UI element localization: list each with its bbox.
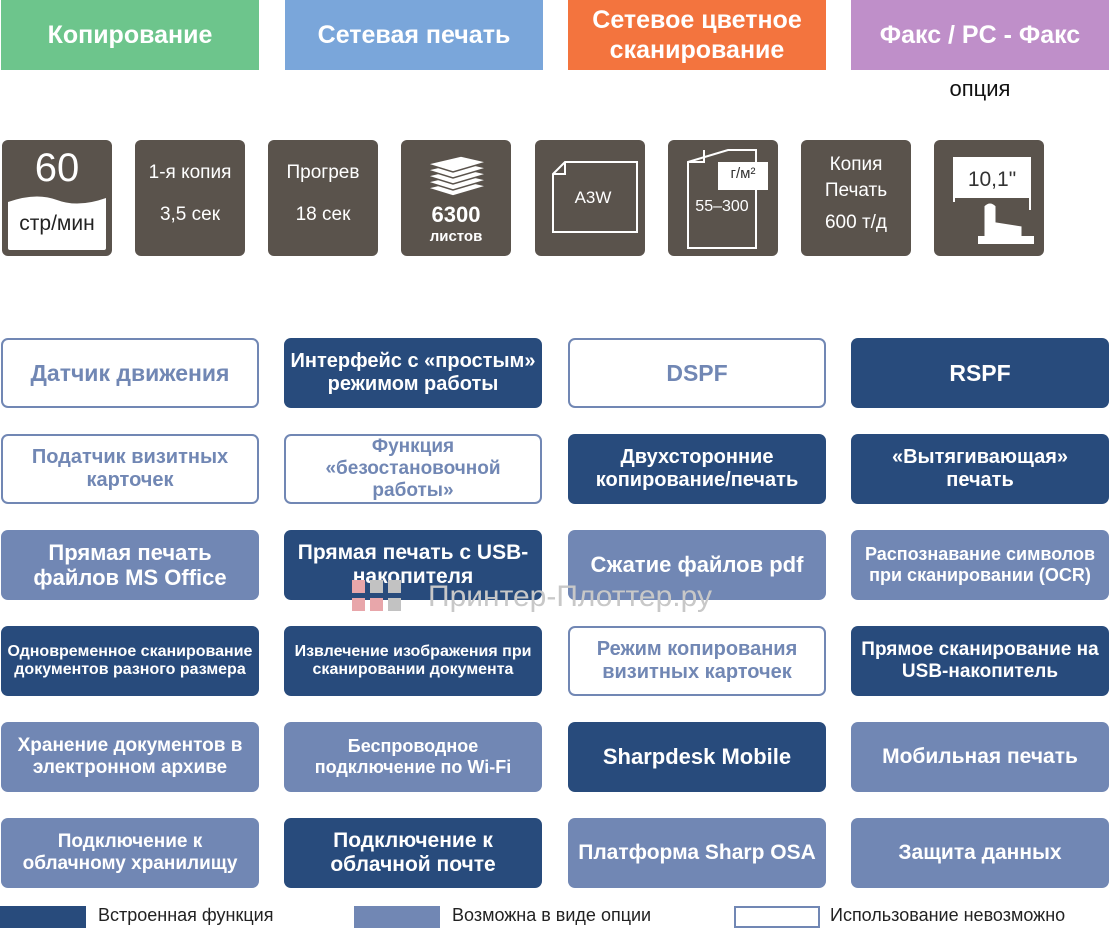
network-print-header: Сетевая печать xyxy=(285,0,543,70)
warmup-label: Прогрев xyxy=(286,162,360,183)
legend-swatch-standard xyxy=(0,906,86,928)
paper-stack-icon xyxy=(424,155,490,197)
first-copy-tile: 1-я копия 3,5 сек xyxy=(135,140,245,256)
feature-card-copy-mode: Режим копирования визитных карточек xyxy=(568,626,826,696)
feature-cloud-mail: Подключение к облачной почте xyxy=(284,818,542,888)
feature-pull-print: «Вытягивающая» печать xyxy=(851,434,1109,504)
paper-wave-icon xyxy=(8,196,106,250)
fax-option-note: опция xyxy=(949,76,1011,101)
feature-ocr: Распознавание символов при сканировании … xyxy=(851,530,1109,600)
legend-optional-label: Возможна в виде опции xyxy=(452,905,652,925)
warmup-tile: Прогрев 18 сек xyxy=(268,140,378,256)
feature-pdf-compression: Сжатие файлов pdf xyxy=(568,530,826,600)
paper-format-tile: A3W xyxy=(535,140,645,256)
paper-density-unit: г/м² xyxy=(730,165,756,182)
feature-easy-mode-interface: Интерфейс с «простым» режимом работы xyxy=(284,338,542,408)
feature-dspf: DSPF xyxy=(568,338,826,408)
paper-capacity-unit: листов xyxy=(429,228,483,245)
feature-mobile-print: Мобильная печать xyxy=(851,722,1109,792)
fax-header: Факс / PC - Факс xyxy=(851,0,1109,70)
feature-image-extraction: Извлечение изображения при сканировании … xyxy=(284,626,542,696)
document-weight-icon xyxy=(687,149,768,249)
touch-screen-tile: 10,1" xyxy=(934,140,1044,256)
paper-capacity-tile: 6300 листов xyxy=(401,140,511,256)
resolution-line-print: Печать xyxy=(824,180,888,201)
legend-swatch-unavailable xyxy=(734,906,820,928)
copy-header: Копирование xyxy=(1,0,259,70)
screen-size-value: 10,1" xyxy=(967,168,1017,191)
feature-document-archive: Хранение документов в электронном архиве xyxy=(1,722,259,792)
feature-nonstop-operation: Функция «безостановочной работы» xyxy=(284,434,542,504)
resolution-line-copy: Копия xyxy=(829,154,883,175)
legend-swatch-optional xyxy=(354,906,440,928)
speed-tile: 60 стр/мин xyxy=(2,140,112,256)
watermark-text: Принтер-Плоттер.ру xyxy=(428,580,712,613)
sheet-icon xyxy=(552,161,638,233)
feature-rspf: RSPF xyxy=(851,338,1109,408)
feature-cloud-storage: Подключение к облачному хранилищу xyxy=(1,818,259,888)
legend-unavailable-label: Использование невозможно xyxy=(830,905,1066,925)
feature-mixed-size-scan: Одновременное сканирование документов ра… xyxy=(1,626,259,696)
speed-value: 60 xyxy=(34,146,80,190)
paper-density-tile: г/м² 55–300 xyxy=(668,140,778,256)
feature-sharp-osa: Платформа Sharp OSA xyxy=(568,818,826,888)
legend-standard-label: Встроенная функция xyxy=(98,905,274,925)
feature-sharpdesk-mobile: Sharpdesk Mobile xyxy=(568,722,826,792)
warmup-value: 18 сек xyxy=(295,204,351,225)
touch-screen-icon xyxy=(953,157,1034,244)
first-copy-label: 1-я копия xyxy=(148,162,232,183)
paper-format-value: A3W xyxy=(574,188,612,207)
color-scan-header: Сетевое цветное сканирование xyxy=(568,0,826,70)
feature-data-security: Защита данных xyxy=(851,818,1109,888)
resolution-value: 600 т/д xyxy=(824,212,888,233)
feature-wifi: Беспроводное подключение по Wi-Fi xyxy=(284,722,542,792)
resolution-tile: Копия Печать 600 т/д xyxy=(801,140,911,256)
feature-motion-sensor: Датчик движения xyxy=(1,338,259,408)
paper-density-range: 55–300 xyxy=(695,198,749,215)
feature-usb-direct-scan: Прямое сканирование на USB-накопитель xyxy=(851,626,1109,696)
feature-ms-office-direct-print: Прямая печать файлов MS Office xyxy=(1,530,259,600)
watermark: Принтер-Плоттер.ру xyxy=(352,580,772,620)
first-copy-value: 3,5 сек xyxy=(159,204,221,225)
speed-unit: стр/мин xyxy=(19,212,95,235)
feature-business-card-feeder: Податчик визитных карточек xyxy=(1,434,259,504)
feature-duplex: Двухсторонние копирование/печать xyxy=(568,434,826,504)
paper-capacity-value: 6300 xyxy=(431,202,481,227)
